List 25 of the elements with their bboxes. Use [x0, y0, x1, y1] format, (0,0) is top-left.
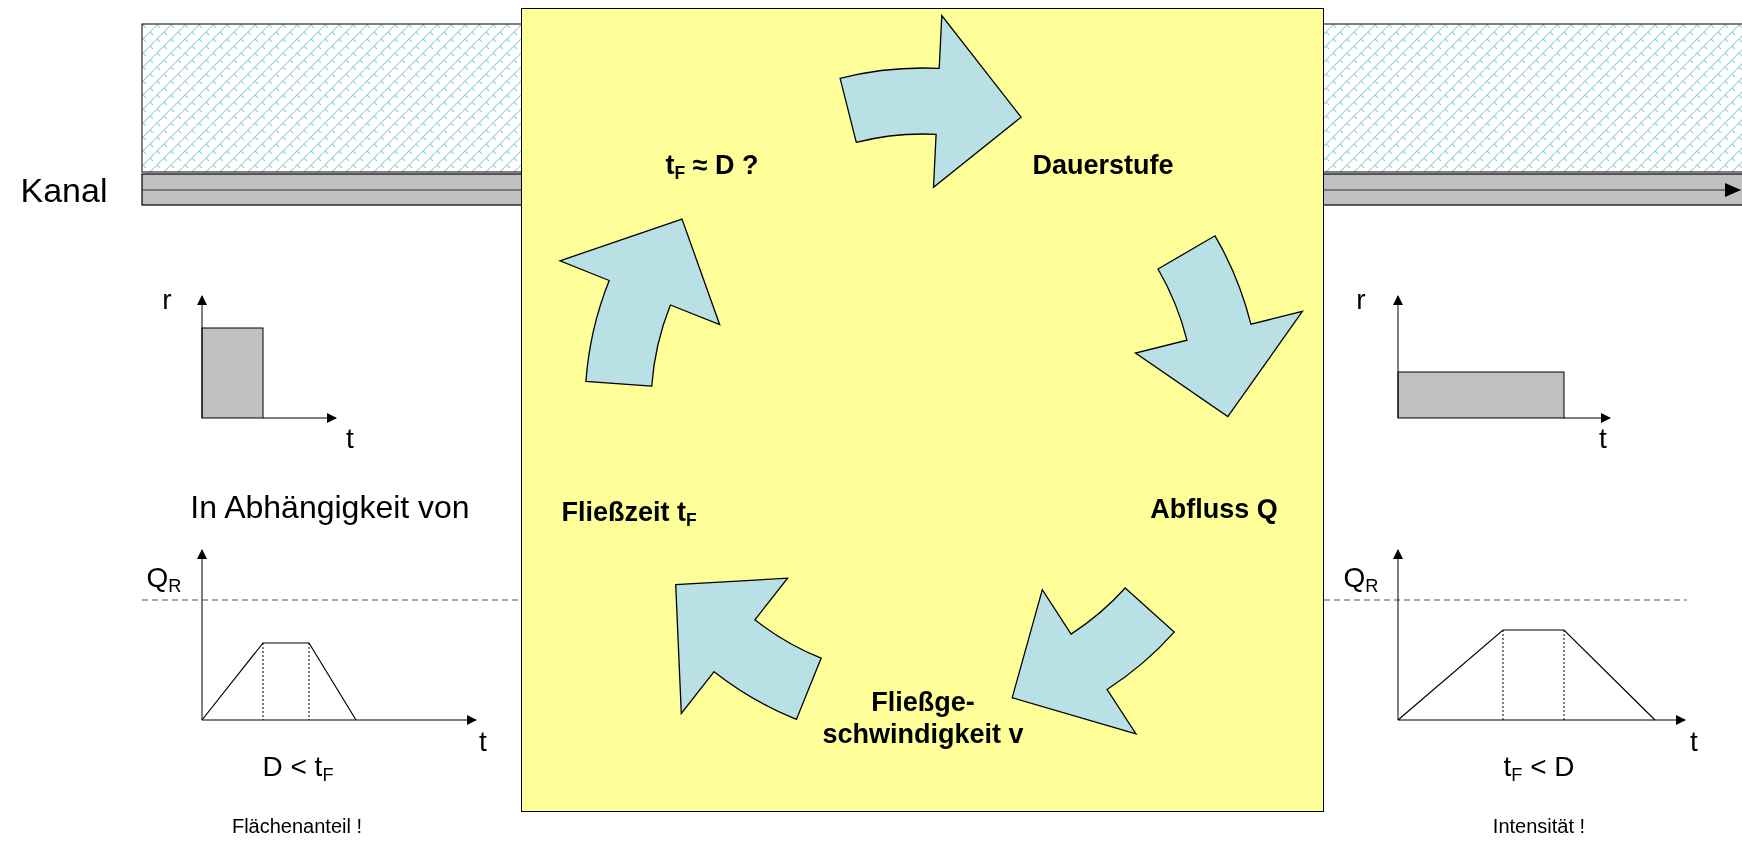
- step-label: Fließge- schwindigkeit v: [798, 685, 1048, 751]
- curved-arrow: [559, 218, 721, 387]
- channel-label: Kanal: [20, 172, 108, 210]
- note-text: Flächenanteil !: [231, 815, 363, 837]
- axis-label: r: [1356, 284, 1366, 316]
- curved-arrow: [1011, 587, 1175, 735]
- curved-arrow: [675, 577, 822, 721]
- axis-label: r: [162, 284, 172, 316]
- axis-label: t: [1690, 726, 1698, 758]
- step-label: Dauerstufe: [1032, 148, 1174, 182]
- axis-label: Q$_{R}$: [1343, 562, 1379, 594]
- curved-arrow: [839, 14, 1022, 188]
- condition-label: t$_{F}$ < D: [1503, 751, 1575, 783]
- axis-label: t: [479, 726, 487, 758]
- condition-label: D < t$_{F}$: [262, 751, 334, 783]
- axis-label: t: [346, 423, 354, 455]
- note-text: Intensität !: [1492, 815, 1586, 837]
- panel: [521, 8, 1324, 812]
- curved-arrow: [1134, 235, 1304, 418]
- step-label: t$_{F}$ ≈ D ?: [665, 148, 759, 182]
- axis-label: Q$_{R}$: [146, 562, 182, 594]
- axis-label: t: [1599, 423, 1607, 455]
- step-label: Abfluss Q: [1150, 492, 1278, 526]
- note-text: In Abhängigkeit von: [190, 490, 470, 526]
- step-label: Fließzeit t$_{F}$: [561, 495, 697, 529]
